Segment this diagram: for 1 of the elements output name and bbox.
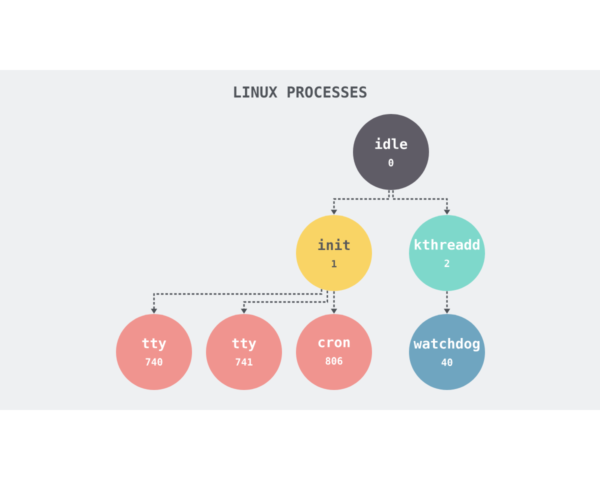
title: LINUX PROCESSES bbox=[234, 86, 367, 98]
